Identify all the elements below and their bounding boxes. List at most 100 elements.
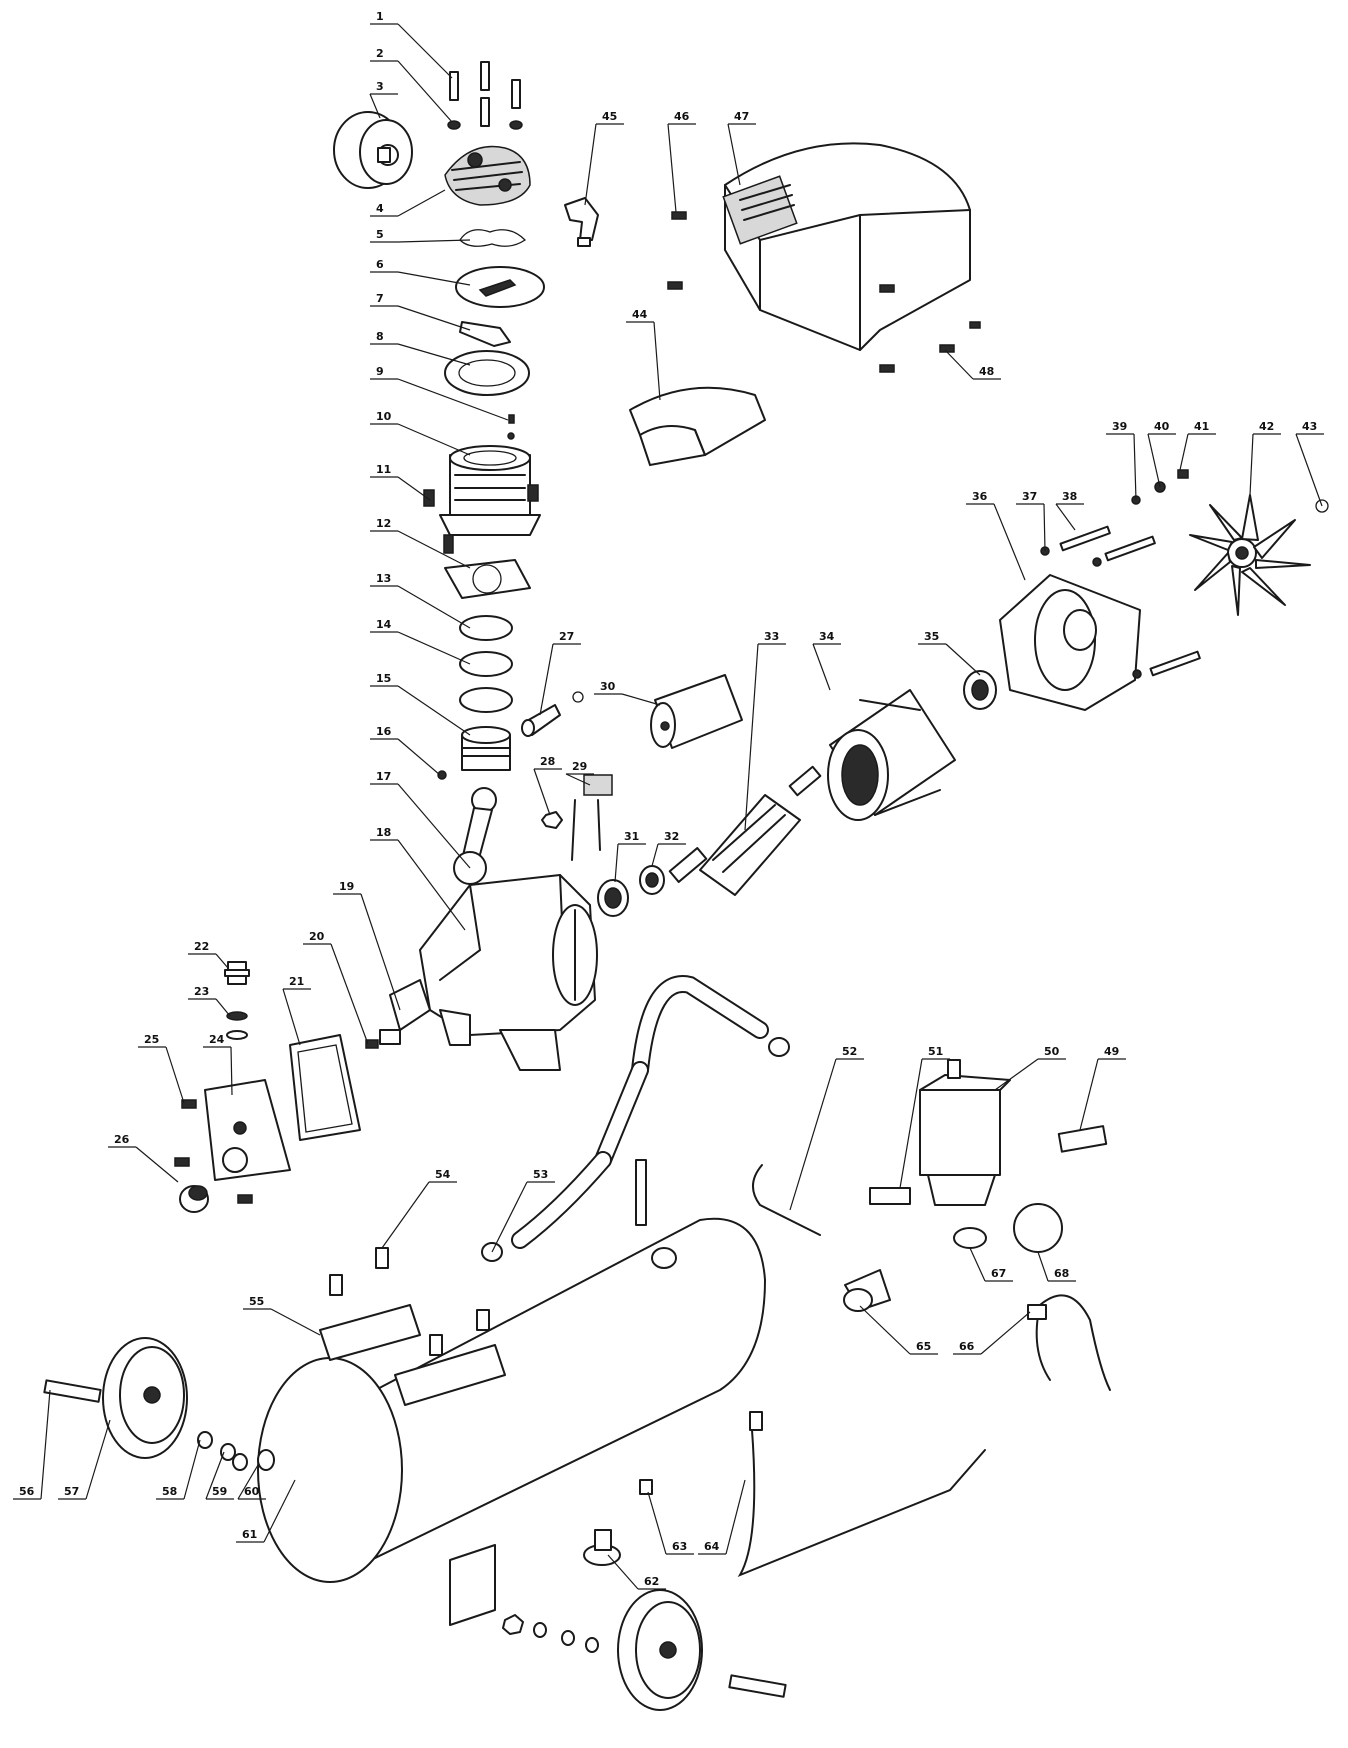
- callout-leader: [397, 530, 471, 569]
- callout-53: 53: [491, 1168, 555, 1253]
- callout-leader: [1079, 1058, 1099, 1131]
- callout-leader: [397, 783, 471, 869]
- callout-label: 14: [376, 618, 392, 631]
- callout-66: 66: [953, 1311, 1031, 1355]
- callout-leader: [539, 643, 554, 716]
- callout-label: 16: [376, 725, 392, 738]
- crankcase-screw: [365, 1039, 379, 1049]
- power-cord: [1027, 1294, 1111, 1391]
- check-fitting-51: [869, 1187, 911, 1205]
- bearing-32: [639, 865, 665, 895]
- callout-4: 4: [370, 189, 446, 217]
- callout-label: 25: [144, 1033, 159, 1046]
- callout-34: 34: [812, 630, 841, 691]
- long-bolts: [1059, 525, 1201, 677]
- callout-label: 46: [674, 110, 690, 123]
- callout-leader: [397, 343, 471, 366]
- callout-35: 35: [918, 630, 981, 676]
- callout-42: 42: [1249, 420, 1281, 496]
- callout-leader: [369, 93, 381, 119]
- elbow-fitting: [564, 197, 599, 247]
- callout-leader: [183, 1439, 201, 1500]
- callout-leader: [135, 1146, 179, 1183]
- callout-leader: [215, 953, 229, 969]
- callout-46: 46: [667, 110, 696, 213]
- wheel-bolt-left: [43, 1379, 102, 1403]
- callout-leader: [397, 585, 471, 629]
- rotor: [668, 765, 822, 896]
- callout-label: 28: [540, 755, 555, 768]
- callout-leader: [397, 271, 471, 286]
- head-washers: [447, 120, 523, 130]
- callout-12: 12: [370, 517, 471, 569]
- callout-leader: [397, 378, 509, 421]
- callout-leader: [282, 988, 301, 1046]
- callout-label: 47: [734, 110, 749, 123]
- outlet-hose: [737, 1411, 986, 1578]
- callout-leader: [381, 1181, 430, 1249]
- callout-label: 22: [194, 940, 209, 953]
- callout-leader: [397, 839, 466, 931]
- callout-leader: [667, 123, 677, 213]
- callout-leader: [994, 1058, 1039, 1091]
- callout-25: 25: [138, 1033, 185, 1104]
- callout-62: 62: [607, 1554, 666, 1590]
- callout-leader: [607, 1554, 639, 1590]
- callout-47: 47: [727, 110, 756, 186]
- callout-leader: [614, 843, 619, 883]
- callout-18: 18: [370, 826, 466, 931]
- callout-38: 38: [1055, 490, 1084, 531]
- callout-leader: [205, 1451, 225, 1500]
- callout-label: 54: [435, 1168, 451, 1181]
- callout-label: 19: [339, 880, 354, 893]
- valve-plate: [455, 266, 545, 308]
- bearing-31: [597, 879, 629, 917]
- callout-13: 13: [370, 572, 471, 629]
- callout-leader: [397, 423, 471, 456]
- callout-leader: [397, 685, 471, 736]
- callout-65: 65: [859, 1305, 938, 1355]
- callout-label: 21: [289, 975, 304, 988]
- callout-label: 18: [376, 826, 391, 839]
- callout-label: 1: [376, 10, 384, 23]
- callout-28: 28: [533, 755, 562, 816]
- callout-layer: 1234567891011121314151617181920212223242…: [13, 10, 1324, 1590]
- callout-29: 29: [565, 760, 594, 786]
- callout-leader: [397, 239, 471, 243]
- cylinder-head: [444, 145, 531, 206]
- callout-57: 57: [58, 1419, 111, 1500]
- callout-leader: [1055, 503, 1076, 531]
- callout-label: 7: [376, 292, 384, 305]
- callout-68: 68: [1037, 1251, 1076, 1282]
- callout-leader: [565, 773, 591, 786]
- o-rings: [226, 1011, 248, 1040]
- callout-leader: [85, 1419, 111, 1500]
- callout-leader: [969, 1247, 986, 1282]
- callout-leader: [812, 643, 831, 691]
- callout-leader: [397, 189, 446, 217]
- callout-label: 43: [1302, 420, 1317, 433]
- oil-sight-plug: [224, 961, 250, 985]
- callout-leader: [647, 1491, 667, 1555]
- piston-pin-clip: [437, 770, 447, 780]
- callout-leader: [165, 1046, 185, 1104]
- head-bolts: [449, 61, 521, 127]
- callout-9: 9: [370, 365, 509, 421]
- callout-label: 41: [1194, 420, 1209, 433]
- callout-label: 5: [376, 228, 384, 241]
- right-axle-washers: [502, 1614, 599, 1653]
- quick-coupler-65: [843, 1269, 891, 1312]
- callout-32: 32: [651, 830, 686, 867]
- callout-label: 50: [1044, 1045, 1060, 1058]
- callout-26: 26: [108, 1133, 179, 1183]
- callout-label: 52: [842, 1045, 857, 1058]
- callout-27: 27: [539, 630, 581, 716]
- callout-label: 13: [376, 572, 391, 585]
- circlip: [572, 691, 584, 703]
- tank: [257, 1159, 766, 1583]
- wheel-washers: [197, 1431, 248, 1471]
- callout-label: 17: [376, 770, 391, 783]
- callout-label: 60: [244, 1485, 260, 1498]
- callout-49: 49: [1079, 1045, 1126, 1131]
- callout-label: 61: [242, 1528, 257, 1541]
